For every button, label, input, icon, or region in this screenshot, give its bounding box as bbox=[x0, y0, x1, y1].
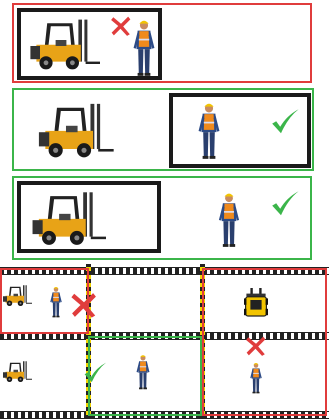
worker-icon bbox=[135, 354, 151, 390]
cross-mark-icon bbox=[245, 334, 267, 358]
worker-icon bbox=[132, 19, 156, 77]
scenario-panel-shared-zone bbox=[12, 3, 312, 83]
cross-mark-icon bbox=[70, 290, 98, 320]
cross-mark-icon bbox=[110, 15, 132, 37]
worker-icon bbox=[217, 192, 241, 248]
worker-icon bbox=[197, 102, 221, 160]
forklift-icon bbox=[28, 15, 100, 71]
aisle-grid bbox=[0, 264, 329, 419]
forklift-topdown-icon bbox=[244, 288, 268, 320]
worker-icon bbox=[249, 362, 263, 394]
forklift-icon bbox=[30, 188, 106, 246]
forklift-icon bbox=[2, 356, 32, 386]
forklift-icon bbox=[36, 100, 114, 158]
scenario-panel-worker-outside bbox=[12, 176, 312, 260]
check-mark-icon bbox=[269, 188, 301, 220]
worker-icon bbox=[49, 286, 63, 318]
check-mark-icon bbox=[269, 106, 301, 138]
scenario-panel-separate-zone bbox=[12, 88, 314, 171]
forklift-icon bbox=[2, 282, 32, 308]
check-mark-icon bbox=[82, 360, 108, 386]
